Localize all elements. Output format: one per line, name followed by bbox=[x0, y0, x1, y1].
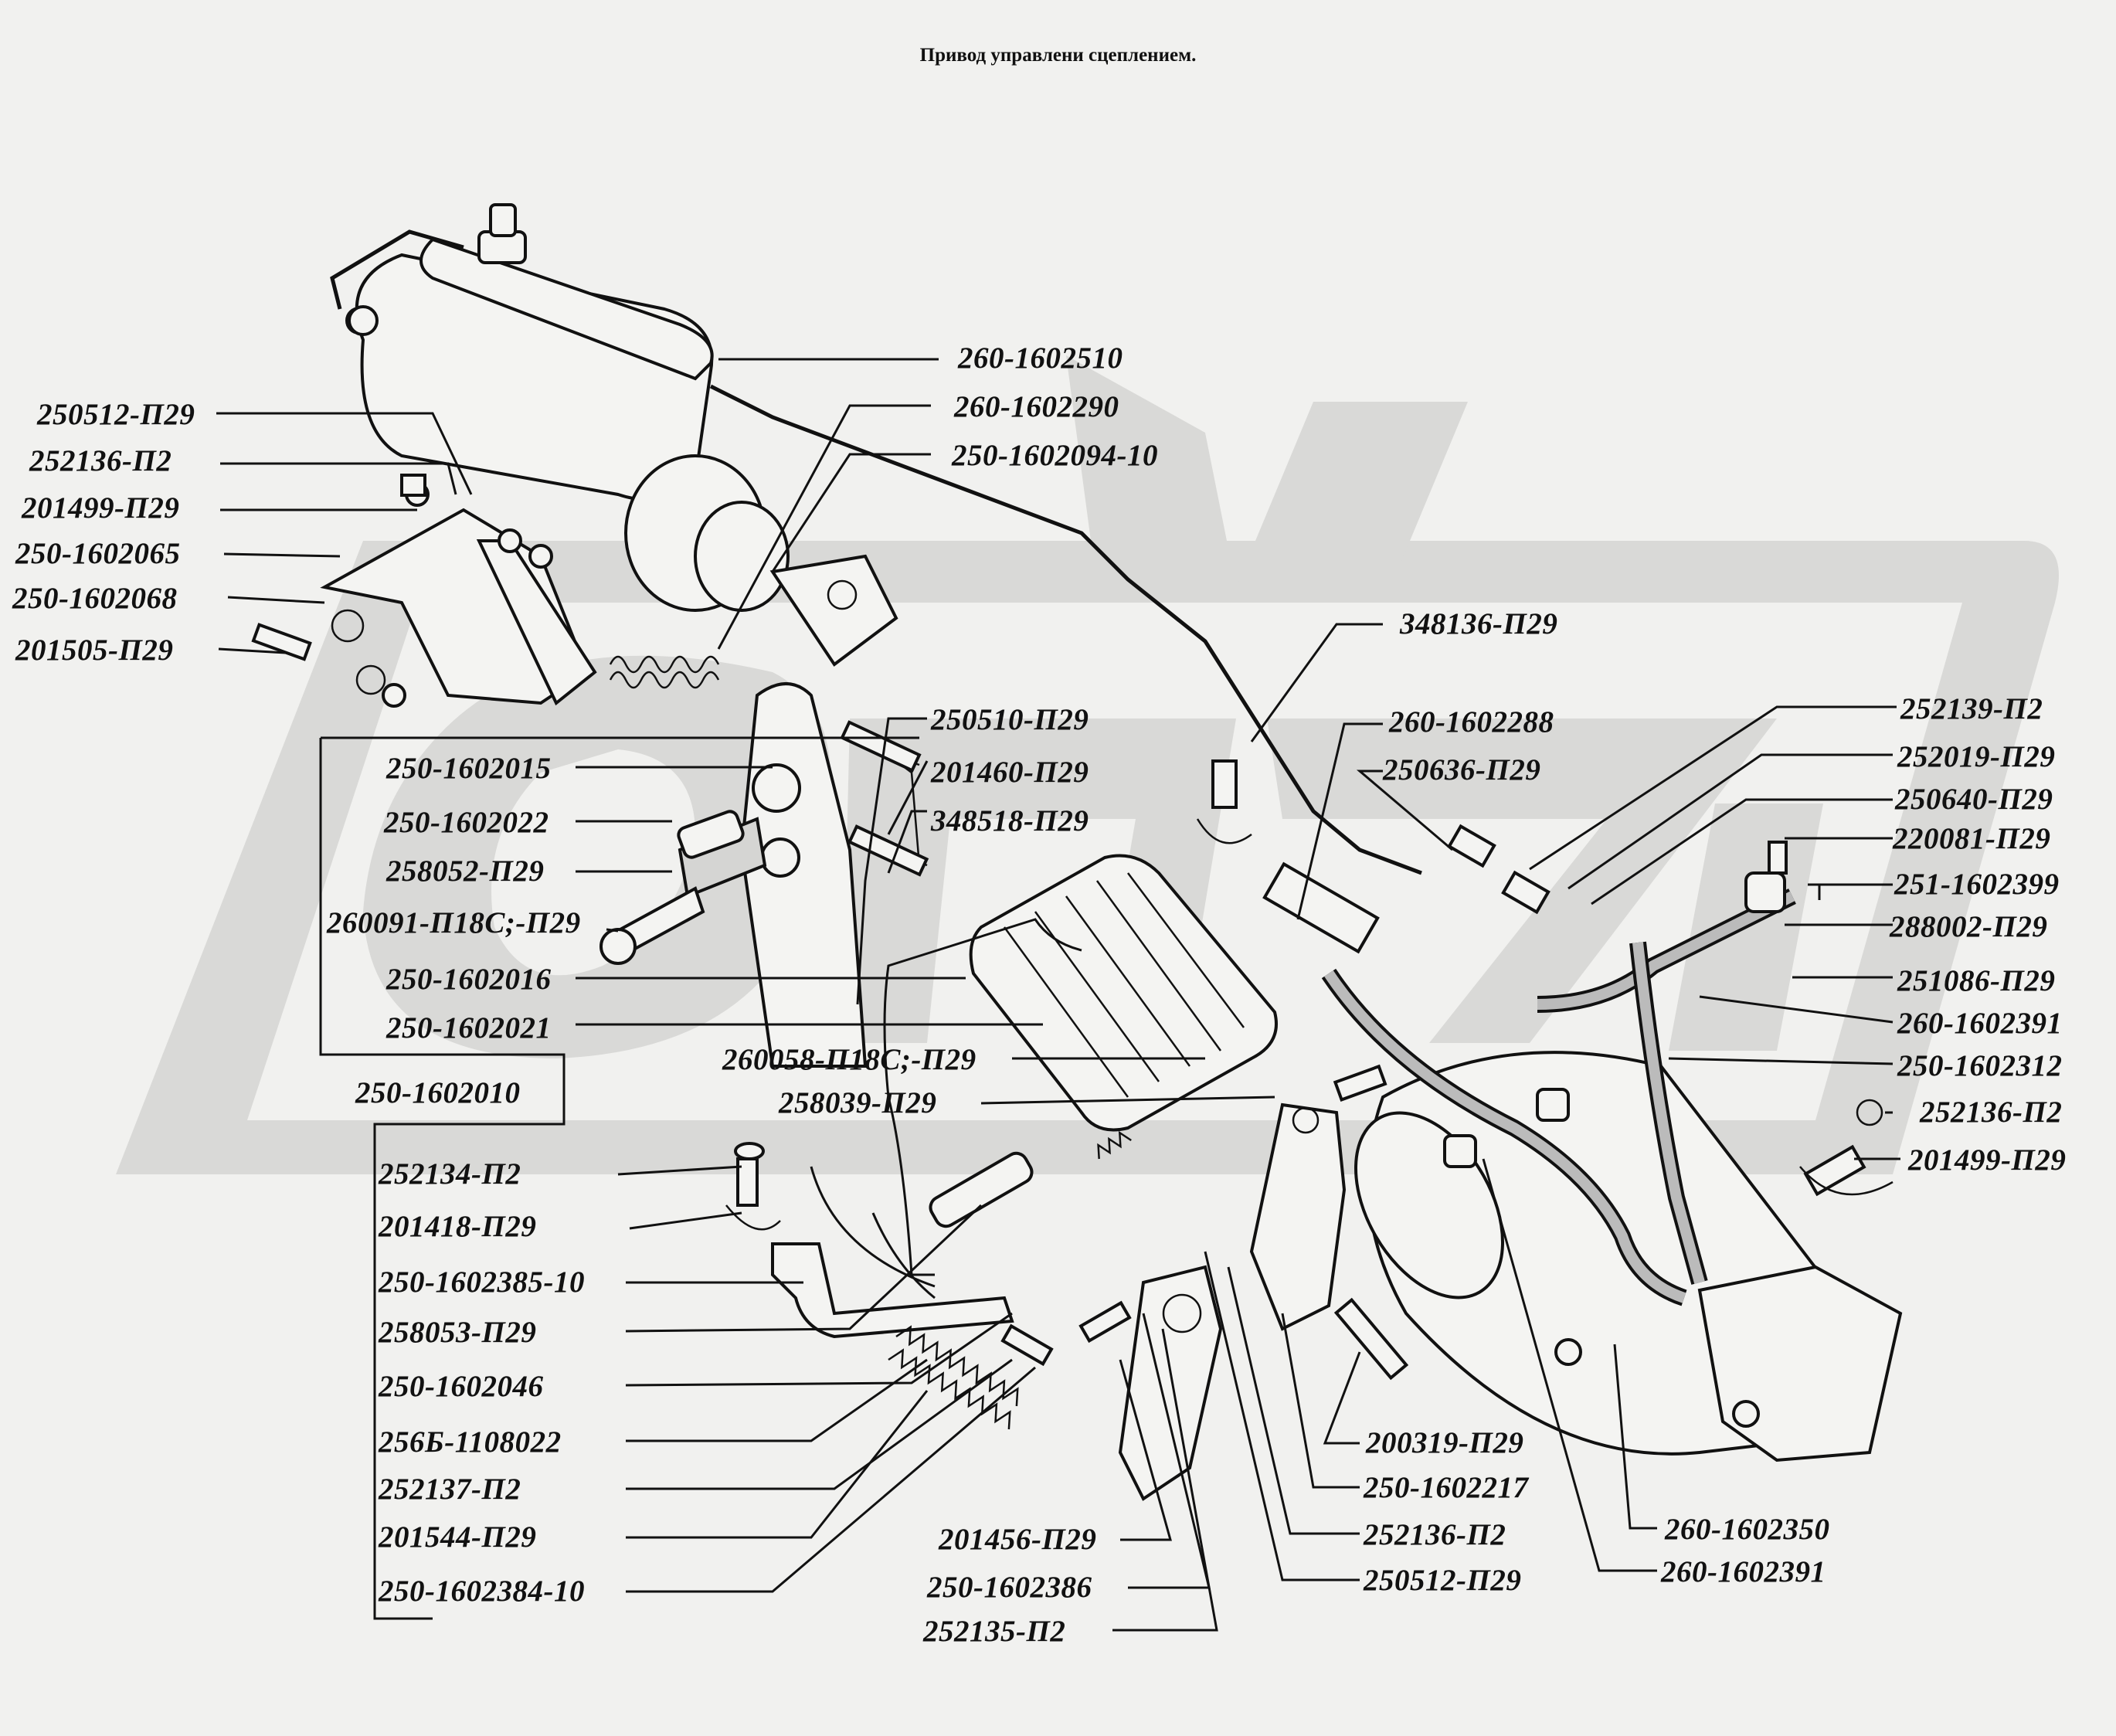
part-label-260-1602350: 260-1602350 bbox=[1665, 1513, 1830, 1546]
leader-lines bbox=[216, 358, 1900, 1632]
part-label-252136-p2: 252136-П2 bbox=[29, 444, 172, 477]
part-label-220081-p29: 220081-П29 bbox=[1893, 822, 2051, 855]
part-label-201499-p29-right: 201499-П29 bbox=[1908, 1143, 2067, 1177]
return-spring-upper bbox=[609, 655, 720, 689]
part-label-250512-p29: 250512-П29 bbox=[37, 398, 195, 431]
part-label-252134-p2: 252134-П2 bbox=[379, 1157, 521, 1191]
part-label-258053-p29: 258053-П29 bbox=[379, 1316, 537, 1349]
slave-cylinder bbox=[1354, 1051, 1903, 1463]
part-label-201544-p29: 201544-П29 bbox=[379, 1520, 537, 1554]
mounting-bracket bbox=[251, 474, 597, 708]
part-label-252136-p2-right: 252136-П2 bbox=[1920, 1096, 2063, 1129]
part-label-260-1602288: 260-1602288 bbox=[1389, 705, 1554, 739]
part-label-258039-p29: 258039-П29 bbox=[779, 1086, 937, 1119]
part-label-250-1602386: 250-1602386 bbox=[927, 1571, 1092, 1604]
pedal-pad bbox=[969, 854, 1278, 1132]
part-label-250-1602046: 250-1602046 bbox=[379, 1370, 544, 1403]
hydraulic-hoses bbox=[1262, 824, 1796, 1306]
part-label-250510-p29: 250510-П29 bbox=[931, 703, 1089, 736]
part-label-252139-p2: 252139-П2 bbox=[1900, 692, 2043, 725]
part-label-201456-p29: 201456-П29 bbox=[939, 1523, 1097, 1556]
part-label-288002-p29: 288002-П29 bbox=[1890, 910, 2048, 943]
part-label-250640-p29: 250640-П29 bbox=[1895, 783, 2053, 816]
part-label-260-1602510: 260-1602510 bbox=[958, 341, 1123, 375]
part-label-250-1602385-10: 250-1602385-10 bbox=[379, 1265, 585, 1299]
part-label-252135-p2: 252135-П2 bbox=[923, 1615, 1066, 1648]
part-label-250-1602384-10: 250-1602384-10 bbox=[379, 1575, 585, 1608]
arc-markers bbox=[725, 818, 1894, 1231]
part-label-250-1602010: 250-1602010 bbox=[355, 1076, 521, 1109]
part-label-200319-p29: 200319-П29 bbox=[1366, 1426, 1524, 1459]
part-label-252136-p2-bottom: 252136-П2 bbox=[1364, 1518, 1506, 1551]
part-label-250-1602068: 250-1602068 bbox=[12, 582, 178, 615]
part-label-250-1602022: 250-1602022 bbox=[384, 806, 549, 839]
diagram-title: Привод управлени сцеплением. bbox=[919, 45, 1197, 66]
part-label-250636-p29: 250636-П29 bbox=[1383, 753, 1541, 786]
part-label-260058-p18s-p29: 260058-П18С;-П29 bbox=[722, 1043, 976, 1076]
part-label-250-1602217: 250-1602217 bbox=[1364, 1471, 1529, 1504]
part-label-258052-p29: 258052-П29 bbox=[386, 854, 545, 888]
part-label-250512-p29-bottom: 250512-П29 bbox=[1364, 1564, 1522, 1597]
part-label-201418-p29: 201418-П29 bbox=[379, 1210, 537, 1243]
part-label-250-1602094-10: 250-1602094-10 bbox=[952, 439, 1158, 472]
part-label-348518-p29: 348518-П29 bbox=[931, 804, 1089, 837]
part-label-260-1602391-lower: 260-1602391 bbox=[1661, 1555, 1826, 1588]
part-label-250-1602015: 250-1602015 bbox=[386, 752, 552, 785]
assembly-bracket bbox=[319, 736, 1821, 1620]
part-label-251-1602399: 251-1602399 bbox=[1894, 868, 2060, 901]
part-label-250-1602312: 250-1602312 bbox=[1897, 1049, 2063, 1082]
part-label-251086-p29: 251086-П29 bbox=[1897, 964, 2056, 997]
part-label-252137-p2: 252137-П2 bbox=[379, 1473, 521, 1506]
part-label-250-1602016: 250-1602016 bbox=[386, 963, 552, 996]
part-label-260-1602290: 260-1602290 bbox=[954, 390, 1119, 423]
part-label-201460-p29: 201460-П29 bbox=[931, 756, 1089, 789]
part-label-260-1602391-upper: 260-1602391 bbox=[1897, 1007, 2063, 1040]
part-label-250-1602021: 250-1602021 bbox=[386, 1011, 552, 1045]
master-cylinder bbox=[330, 203, 1422, 875]
part-label-256b-1108022: 256Б-1108022 bbox=[379, 1425, 562, 1459]
part-label-201505-p29: 201505-П29 bbox=[15, 634, 174, 667]
part-label-252019-p29: 252019-П29 bbox=[1897, 740, 2056, 773]
part-label-348136-p29: 348136-П29 bbox=[1400, 607, 1558, 640]
part-label-260091-p18s-p29: 260091-П18С;-П29 bbox=[327, 906, 581, 939]
part-label-250-1602065: 250-1602065 bbox=[15, 537, 181, 570]
part-label-201499-p29: 201499-П29 bbox=[22, 491, 180, 525]
